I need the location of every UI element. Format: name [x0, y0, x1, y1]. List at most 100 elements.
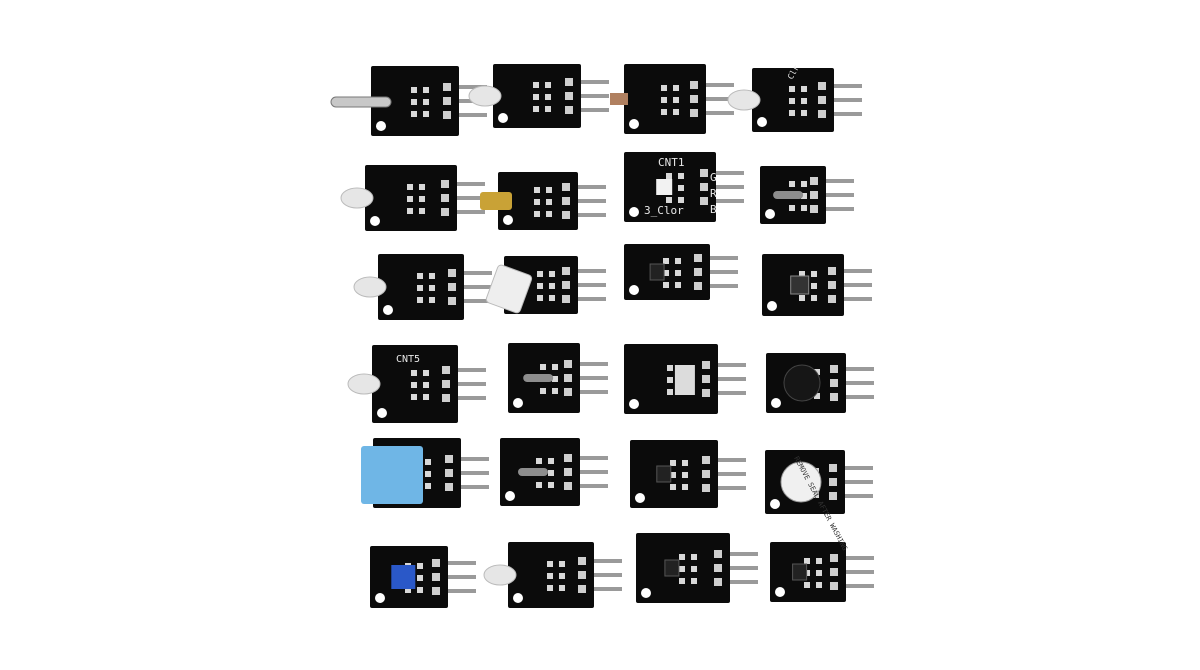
silk-pad [673, 109, 679, 115]
solder-pad [829, 492, 837, 500]
slot-body [674, 365, 695, 395]
solder-pad [694, 282, 702, 290]
solder-pad [578, 571, 586, 579]
header-pin [453, 113, 487, 117]
header-pin [575, 80, 609, 84]
silk-pad [682, 460, 688, 466]
reed-glass [518, 468, 548, 476]
silk-pad [663, 258, 669, 264]
solder-pad [564, 374, 572, 382]
solder-pad [442, 366, 450, 374]
header-pin [442, 575, 476, 579]
shock-spring [391, 565, 416, 589]
module-active-buzzer [765, 450, 873, 514]
header-pin [840, 395, 874, 399]
silk-pad [547, 573, 553, 579]
solder-pad [441, 180, 449, 188]
silk-pad [670, 472, 676, 478]
header-pin [574, 376, 608, 380]
header-pin [453, 99, 487, 103]
solder-pad [564, 468, 572, 476]
silk-pad [799, 295, 805, 301]
solder-pad [432, 559, 440, 567]
silk-pad [537, 283, 543, 289]
silk-pad [425, 483, 431, 489]
header-pin [712, 363, 746, 367]
mounting-hole [770, 499, 780, 509]
silk-pad [425, 471, 431, 477]
silk-pad [411, 99, 417, 105]
silk-pad [679, 566, 685, 572]
module-smd-rgb [624, 152, 744, 222]
silk-pad [811, 295, 817, 301]
silk-pad [682, 484, 688, 490]
silk-pad [816, 582, 822, 588]
silk-pad [537, 271, 543, 277]
solder-pad [818, 110, 826, 118]
label-3-clor: 3_Clor [644, 204, 684, 217]
silk-pad [559, 573, 565, 579]
solder-pad [441, 208, 449, 216]
header-pin [451, 182, 485, 186]
solder-pad [432, 573, 440, 581]
solder-pad [448, 297, 456, 305]
silk-pad [407, 196, 413, 202]
solder-pad [830, 582, 838, 590]
module-mercury-tilt [330, 66, 487, 136]
header-pin [572, 297, 606, 301]
laser-head [480, 192, 512, 210]
silk-pad [691, 554, 697, 560]
solder-pad [445, 455, 453, 463]
buzzer [783, 364, 821, 402]
solder-pad [714, 550, 722, 558]
header-pin [574, 456, 608, 460]
module-rgb-led-small [727, 68, 862, 132]
header-pin [704, 270, 738, 274]
silk-pad [533, 106, 539, 112]
module-photo-resistor [610, 64, 734, 134]
header-pin [453, 85, 487, 89]
solder-pad [810, 191, 818, 199]
silk-pad [801, 181, 807, 187]
clear-led [483, 564, 517, 586]
mounting-hole [505, 491, 515, 501]
header-pin [574, 362, 608, 366]
header-pin [838, 269, 872, 273]
solder-pad [443, 97, 451, 105]
silk-pad [533, 82, 539, 88]
solder-pad [578, 585, 586, 593]
solder-pad [702, 389, 710, 397]
mounting-hole [375, 593, 385, 603]
silk-pad [411, 87, 417, 93]
header-pin [574, 470, 608, 474]
silk-pad [545, 82, 551, 88]
header-pin [451, 196, 485, 200]
silk-pad [536, 482, 542, 488]
header-pin [839, 466, 873, 470]
silk-pad [675, 282, 681, 288]
silk-pad [678, 173, 684, 179]
silk-pad [804, 582, 810, 588]
silk-pad [411, 111, 417, 117]
silk-pad [552, 388, 558, 394]
module-light-cup [485, 256, 606, 314]
silk-pad [801, 98, 807, 104]
solder-pad [702, 361, 710, 369]
label-cnt1: CNT1 [658, 156, 685, 169]
mounting-hole [629, 207, 639, 217]
silk-pad [663, 282, 669, 288]
smd-led [656, 179, 673, 195]
header-pin [840, 381, 874, 385]
mounting-hole [513, 593, 523, 603]
mounting-hole [376, 121, 386, 131]
photo-cell [610, 93, 628, 105]
solder-pad [565, 78, 573, 86]
solder-pad [448, 269, 456, 277]
silk-pad [691, 578, 697, 584]
header-pin [704, 284, 738, 288]
silk-pad [679, 578, 685, 584]
mounting-hole [765, 209, 775, 219]
header-pin [572, 269, 606, 273]
module-flame-led [483, 542, 622, 608]
silk-pad [417, 563, 423, 569]
